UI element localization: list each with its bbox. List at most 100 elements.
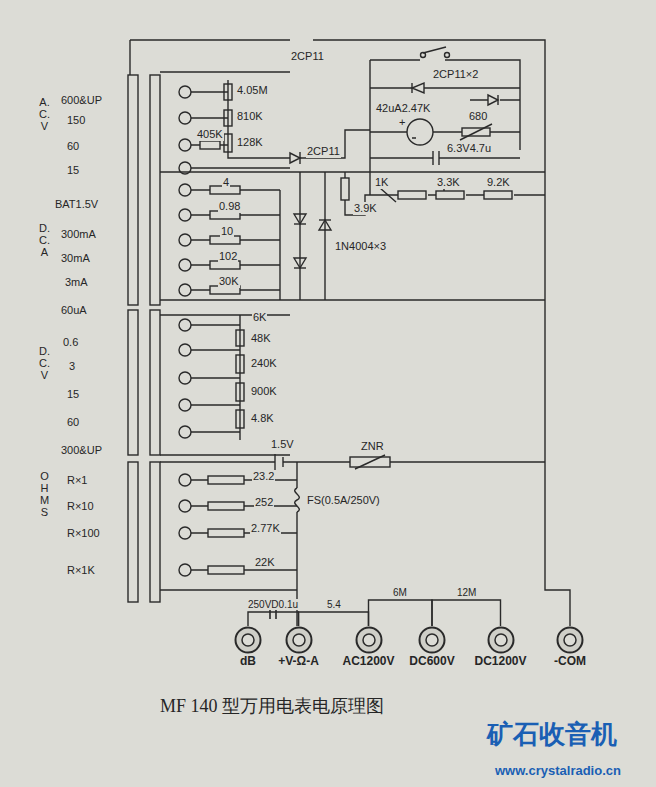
schematic-stroke	[275, 454, 283, 470]
terminal-jack: DC600V	[409, 626, 455, 668]
component-label: R×10	[66, 500, 95, 513]
schematic-stroke	[370, 132, 520, 138]
range-group-label: D.C.A	[38, 222, 51, 258]
jack-hole	[242, 634, 254, 646]
schematic-stroke	[179, 234, 191, 246]
jack-ring	[236, 628, 261, 653]
schematic-stroke	[179, 319, 191, 331]
watermark: www.crystalradio.cn	[494, 764, 622, 779]
component-label: 60	[66, 140, 80, 153]
schematic-stroke	[160, 589, 297, 590]
schematic-stroke	[150, 310, 160, 455]
schematic-stroke	[497, 95, 498, 105]
wire-connector	[248, 612, 299, 626]
component-label: 3.3K	[436, 176, 461, 189]
schematic-stroke	[160, 461, 545, 462]
jack-hole	[426, 634, 438, 646]
schematic-stroke	[224, 134, 232, 152]
component-label: 680	[468, 110, 488, 123]
schematic-stroke	[436, 191, 464, 199]
schematic-stroke	[179, 112, 191, 124]
component-label: 900K	[250, 385, 278, 398]
component-label: 1N4004×3	[334, 240, 387, 253]
schematic-stroke	[341, 178, 349, 200]
component-label: R×100	[66, 527, 101, 540]
wire-connector	[369, 600, 433, 626]
schematic-stroke	[191, 480, 297, 570]
schematic-stroke	[355, 455, 385, 469]
component-label: 15	[66, 164, 80, 177]
component-label: +	[398, 116, 406, 129]
terminal-jack: dB	[234, 626, 262, 668]
schematic-stroke	[411, 83, 412, 93]
schematic-stroke	[460, 124, 492, 140]
jack-symbol	[418, 626, 446, 654]
jack-ring	[420, 628, 445, 653]
schematic-stroke	[179, 86, 191, 98]
component-label: 23.2	[252, 470, 275, 483]
component-label: 42uA2.47K	[375, 102, 431, 115]
schematic-stroke	[224, 110, 232, 126]
component-label: 240K	[250, 357, 278, 370]
component-label: FS(0.5A/250V)	[306, 494, 381, 507]
schematic-stroke	[160, 72, 545, 455]
schematic-stroke	[236, 330, 244, 346]
component-label: 2CP11×2	[432, 68, 479, 81]
schematic-stroke	[128, 462, 138, 602]
schematic-stroke	[179, 474, 191, 486]
component-label: 3mA	[64, 276, 89, 289]
component-label: 1.5V	[270, 438, 295, 451]
schematic-stroke	[179, 162, 191, 174]
jack-symbol	[487, 626, 515, 654]
schematic-stroke	[208, 502, 244, 510]
schematic-stroke	[236, 355, 244, 373]
component-label: 4	[222, 176, 230, 189]
schematic-stroke	[319, 220, 331, 230]
component-label: BAT1.5V	[54, 198, 99, 211]
terminal-jack: DC1200V	[474, 626, 527, 668]
schematic-stroke	[208, 529, 244, 537]
component-label: 4.8K	[250, 412, 275, 425]
schematic-stroke	[319, 219, 331, 220]
jack-hole	[564, 634, 576, 646]
jack-symbol	[355, 626, 383, 654]
schematic-stroke	[179, 399, 191, 411]
schematic-stroke	[200, 141, 220, 149]
schematic-stroke	[290, 153, 300, 163]
schematic-stroke	[179, 259, 191, 271]
schematic-stroke	[445, 53, 450, 58]
component-label: 2CP11	[306, 145, 341, 158]
schematic-stroke	[179, 527, 191, 539]
component-label: 22K	[254, 556, 276, 569]
schematic-stroke	[488, 95, 498, 105]
component-label: 2.77K	[250, 522, 281, 535]
jack-label: -COM	[554, 654, 586, 668]
jack-label: +V-Ω-A	[278, 654, 319, 668]
schematic-stroke	[130, 40, 570, 626]
component-label: 3.9K	[353, 202, 378, 215]
schematic-stroke	[179, 426, 191, 438]
jack-hole	[495, 634, 507, 646]
component-label: 4.05M	[236, 84, 269, 97]
range-group-label: A.C.V	[38, 96, 51, 132]
jack-label: dB	[234, 654, 262, 668]
schematic-stroke	[300, 130, 370, 164]
schematic-stroke	[370, 194, 545, 195]
schematic-stroke	[208, 566, 244, 574]
schematic-stroke	[179, 500, 191, 512]
component-label: 3	[68, 360, 76, 373]
component-label: 128K	[236, 136, 264, 149]
schematic-stroke	[179, 564, 191, 576]
schematic-stroke	[179, 184, 191, 196]
schematic-stroke	[179, 284, 191, 296]
schematic-stroke	[191, 80, 290, 168]
component-label: 0.6	[62, 336, 79, 349]
schematic-stroke	[208, 476, 244, 484]
schematic-stroke	[179, 344, 191, 356]
component-label: 250VD0.1u	[247, 599, 299, 610]
component-label: 5.4	[326, 599, 342, 610]
wire-connector	[299, 612, 369, 626]
wiring	[128, 40, 570, 626]
